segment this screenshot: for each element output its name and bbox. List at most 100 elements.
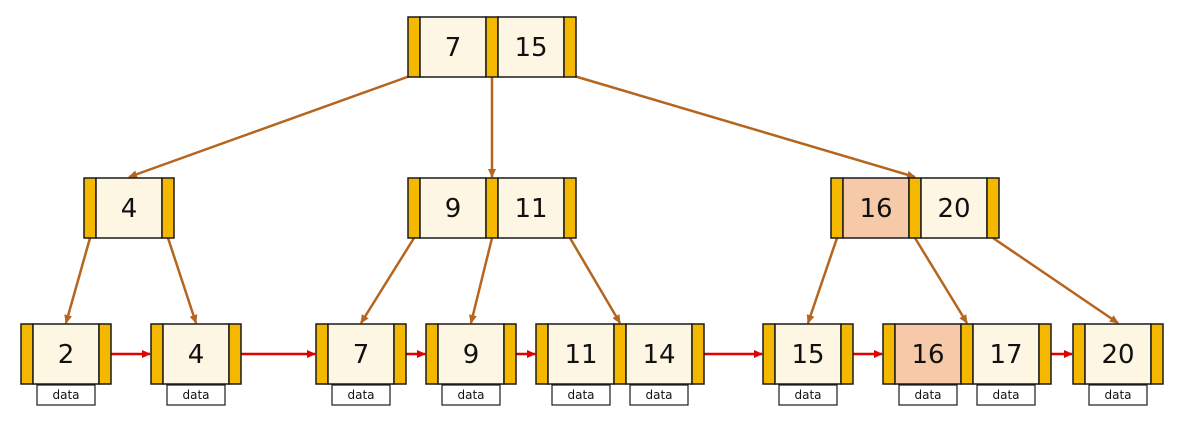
leaf-node-3-key: 7 (353, 340, 370, 370)
root-node-key: 15 (514, 33, 547, 63)
leaf-node-1: 2 data (20, 323, 112, 406)
nodes-layer: 7 15 4 9 11 16 20 2 data 4 data 7 data 9 data 11 data 14 d… (20, 16, 1164, 406)
internal-node-2-pointer-2 (563, 177, 577, 239)
data-label: data (794, 388, 821, 402)
tree-edge (568, 237, 622, 324)
data-box (441, 384, 501, 406)
data-label: data (52, 388, 79, 402)
leaf-node-7-key-cell (972, 323, 1040, 385)
leaf-node-8-pointer-1 (1150, 323, 1164, 385)
leaf-node-6: 15 data (762, 323, 854, 406)
leaf-node-2-key: 4 (188, 340, 205, 370)
leaf-node-4-key: 9 (463, 340, 480, 370)
leaf-node-2-pointer-0 (150, 323, 164, 385)
data-box (898, 384, 958, 406)
leaf-node-4-pointer-1 (503, 323, 517, 385)
internal-node-3-pointer-1 (908, 177, 922, 239)
root-node: 7 15 (407, 16, 577, 78)
root-node-pointer-0 (407, 16, 421, 78)
tree-edge (359, 237, 416, 324)
leaf-node-7-key: 16 (911, 340, 944, 370)
tree-edge (128, 74, 411, 179)
internal-node-2-pointer-0 (407, 177, 421, 239)
leaf-node-5-key: 11 (564, 340, 597, 370)
data-box (551, 384, 611, 406)
internal-node-3-pointer-2 (986, 177, 1000, 239)
leaf-node-8-key: 20 (1101, 340, 1134, 370)
internal-node-1: 4 (83, 177, 175, 239)
leaf-node-4-pointer-0 (425, 323, 439, 385)
data-box (36, 384, 96, 406)
data-box (166, 384, 226, 406)
leaf-node-8-key-cell (1084, 323, 1152, 385)
leaf-node-3-pointer-1 (393, 323, 407, 385)
leaf-node-7-key: 17 (989, 340, 1022, 370)
leaf-node-5: 11 data 14 data (535, 323, 705, 406)
leaf-node-8: 20 data (1072, 323, 1164, 406)
leaf-node-3-key-cell (327, 323, 395, 385)
leaf-node-7: 16 data 17 data (882, 323, 1052, 406)
data-box (1088, 384, 1148, 406)
data-label: data (567, 388, 594, 402)
leaf-node-1-key-cell (32, 323, 100, 385)
internal-node-2-key: 11 (514, 194, 547, 224)
root-node-pointer-2 (563, 16, 577, 78)
internal-node-3-key: 20 (937, 194, 970, 224)
leaf-node-7-pointer-0 (882, 323, 896, 385)
internal-node-1-pointer-0 (83, 177, 97, 239)
internal-node-3-key: 16 (859, 194, 892, 224)
leaf-node-5-pointer-0 (535, 323, 549, 385)
data-box (778, 384, 838, 406)
leaf-node-3-pointer-0 (315, 323, 329, 385)
tree-edge (573, 74, 916, 179)
leaf-node-4-key-cell (437, 323, 505, 385)
leaf-node-6-pointer-0 (762, 323, 776, 385)
data-label: data (992, 388, 1019, 402)
leaf-node-2-pointer-1 (228, 323, 242, 385)
root-node-key: 7 (445, 33, 462, 63)
internal-node-3-key-cell (842, 177, 910, 239)
leaf-node-8-pointer-0 (1072, 323, 1086, 385)
leaf-node-5-pointer-1 (613, 323, 627, 385)
leaf-node-6-key-cell (774, 323, 842, 385)
edges-layer (64, 74, 1119, 358)
leaf-node-2: 4 data (150, 323, 242, 406)
data-box (976, 384, 1036, 406)
internal-node-2-key: 9 (445, 194, 462, 224)
leaf-node-1-key: 2 (58, 340, 75, 370)
data-label: data (645, 388, 672, 402)
leaf-node-6-pointer-1 (840, 323, 854, 385)
data-box (331, 384, 391, 406)
leaf-node-3: 7 data (315, 323, 407, 406)
leaf-node-6-key: 15 (791, 340, 824, 370)
internal-node-2-pointer-1 (485, 177, 499, 239)
internal-node-2-key-cell (419, 177, 487, 239)
data-label: data (182, 388, 209, 402)
data-label: data (457, 388, 484, 402)
tree-edge (992, 236, 1119, 325)
root-node-pointer-1 (485, 16, 499, 78)
leaf-node-1-pointer-0 (20, 323, 34, 385)
data-label: data (347, 388, 374, 402)
leaf-node-1-pointer-1 (98, 323, 112, 385)
data-label: data (1104, 388, 1131, 402)
tree-edge (806, 237, 839, 324)
root-node-key-cell (497, 16, 565, 78)
data-label: data (914, 388, 941, 402)
tree-edge (166, 237, 198, 324)
leaf-node-5-pointer-2 (691, 323, 705, 385)
data-box (629, 384, 689, 406)
leaf-node-7-pointer-2 (1038, 323, 1052, 385)
leaf-node-5-key-cell (547, 323, 615, 385)
tree-edge (64, 237, 92, 324)
internal-node-2: 9 11 (407, 177, 577, 239)
tree-edge (913, 237, 969, 324)
leaf-node-4: 9 data (425, 323, 517, 406)
leaf-node-5-key: 14 (642, 340, 675, 370)
leaf-node-2-key-cell (162, 323, 230, 385)
internal-node-1-key: 4 (121, 194, 138, 224)
leaf-node-7-pointer-1 (960, 323, 974, 385)
internal-node-3-pointer-0 (830, 177, 844, 239)
leaf-node-5-key-cell (625, 323, 693, 385)
